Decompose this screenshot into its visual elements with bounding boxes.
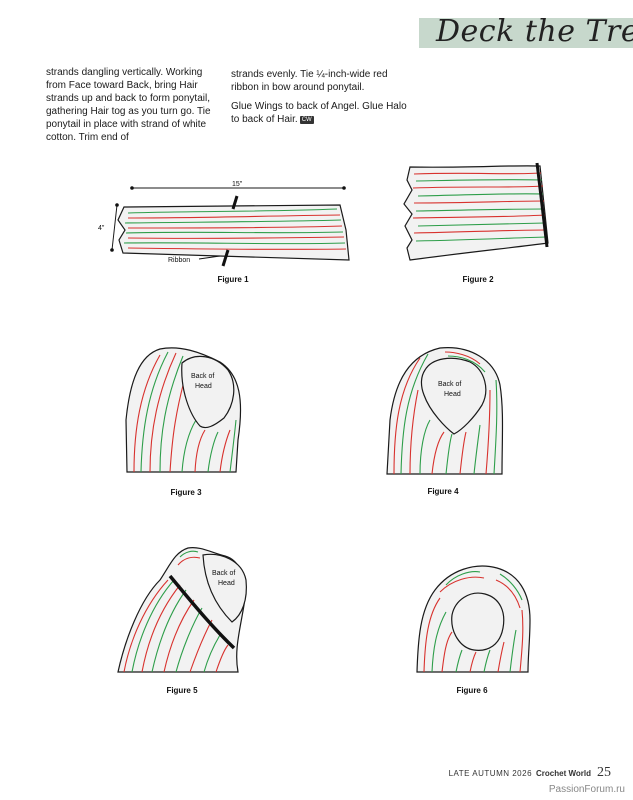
figure-4-caption: Figure 4: [427, 487, 459, 496]
back-of-head-patch: [202, 553, 247, 623]
figure-2-caption: Figure 2: [462, 275, 494, 284]
hair-strip-folded: [403, 165, 549, 261]
body-column-left: strands dangling vertically. Working fro…: [46, 66, 216, 150]
dimension-end-dot: [110, 248, 114, 252]
figure-3: Back of Head: [125, 347, 242, 473]
cw-badge-icon: CW: [299, 116, 314, 124]
watermark: PassionForum.ru: [548, 784, 625, 795]
height-label: 4": [98, 225, 105, 232]
back-of-head-label: Head: [444, 391, 461, 398]
ribbon-tie-top: [231, 195, 239, 210]
figure-6-caption: Figure 6: [456, 686, 488, 695]
ribbon-label: Ribbon: [168, 257, 190, 264]
back-of-head-patch: [420, 357, 487, 435]
figure-6: [416, 565, 531, 673]
dimension-end-dot: [130, 186, 134, 190]
ribbon-leader-line: [198, 255, 221, 260]
height-dimension-line: [111, 204, 118, 251]
body-column-right: strands evenly. Tie ¼-inch-wide red ribb…: [231, 68, 411, 132]
body-paragraph: Glue Wings to back of Angel. Glue Halo t…: [231, 100, 411, 126]
back-of-head-patch: [451, 592, 505, 651]
back-of-head-patch: [181, 355, 235, 429]
body-paragraph: strands dangling vertically. Working fro…: [46, 67, 211, 143]
ribbon-tie-bottom: [221, 249, 230, 267]
back-of-head-label: Back of: [191, 373, 214, 380]
issue-label: LATE AUTUMN 2026: [448, 769, 533, 778]
magazine-name: Crochet World: [536, 769, 591, 778]
figure-2: [403, 162, 549, 261]
section-title: Deck the Tree: [436, 14, 633, 49]
figure-5-caption: Figure 5: [166, 686, 198, 695]
dimension-end-dot: [115, 203, 119, 207]
ponytail-tie: [168, 574, 236, 650]
figure-1: 15" 4" Ribbon: [98, 181, 350, 267]
dimension-end-dot: [342, 186, 346, 190]
back-of-head-label: Head: [195, 383, 212, 390]
gathered-edge: [535, 162, 549, 248]
figure-1-caption: Figure 1: [217, 275, 249, 284]
width-label: 15": [232, 181, 243, 188]
page-number: 25: [597, 765, 611, 780]
figure-5: Back of Head: [117, 547, 247, 673]
back-of-head-label: Head: [218, 580, 235, 587]
body-paragraph-text: Glue Wings to back of Angel. Glue Halo t…: [231, 101, 407, 125]
back-of-head-label: Back of: [438, 381, 461, 388]
figure-3-caption: Figure 3: [170, 488, 202, 497]
back-of-head-label: Back of: [212, 570, 235, 577]
section-tab: [419, 18, 633, 48]
figure-4: Back of Head: [386, 347, 504, 475]
body-paragraph: strands evenly. Tie ¼-inch-wide red ribb…: [231, 69, 388, 93]
